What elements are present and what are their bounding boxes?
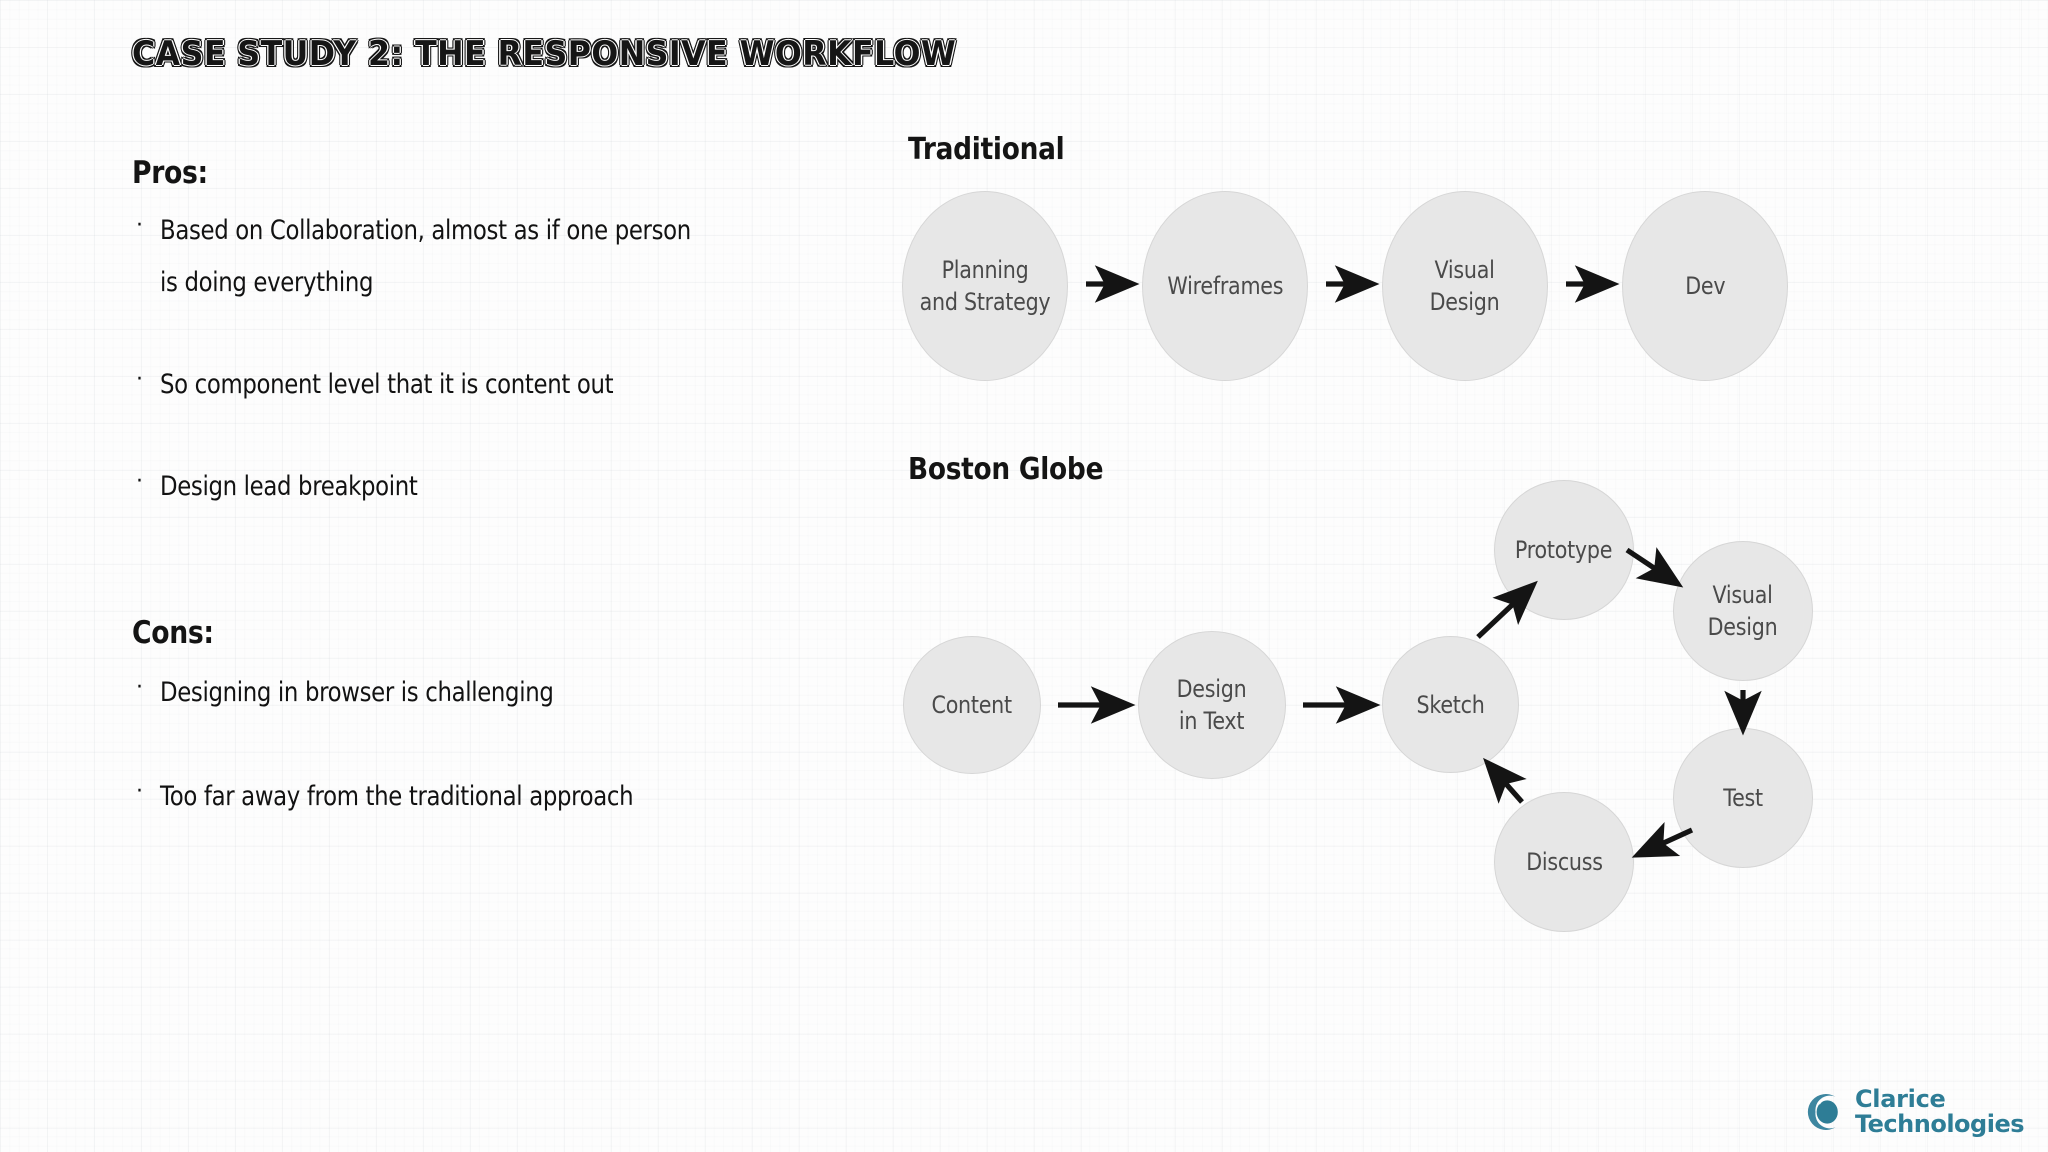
node-sketch[interactable]: Sketch — [1382, 636, 1519, 773]
arrow-discuss-to-sketch — [1483, 757, 1527, 804]
pros-heading: Pros: — [132, 155, 208, 191]
cons-section: Cons: · Designing in browser is challeng… — [132, 615, 720, 823]
node-discuss[interactable]: Discuss — [1494, 792, 1634, 932]
cons-bullet-2-text: Too far away from the traditional approa… — [160, 781, 634, 812]
pros-bullet-1: · Based on Collaboration, almost as if o… — [132, 205, 788, 309]
node-design-in-text[interactable]: Design in Text — [1138, 631, 1286, 779]
bullet-dot-icon: · — [136, 779, 143, 804]
node-dev[interactable]: Dev — [1622, 191, 1788, 381]
pros-bullet-3-text: Design lead breakpoint — [160, 471, 418, 502]
cons-bullet-2: · Too far away from the traditional appr… — [132, 771, 720, 823]
bullet-dot-icon: · — [136, 213, 143, 238]
node-label: Test — [1723, 784, 1763, 812]
node-label: Visual Design — [1430, 256, 1500, 316]
cons-heading: Cons: — [132, 615, 214, 651]
logo-wordmark: Clarice Technologies — [1854, 1085, 2025, 1138]
pros-section: Pros: · Based on Collaboration, almost a… — [132, 155, 788, 513]
node-label: Sketch — [1416, 690, 1485, 719]
node-wireframes[interactable]: Wireframes — [1142, 191, 1308, 381]
pros-bullet-2: · So component level that it is content … — [132, 359, 788, 411]
node-label: Content — [931, 691, 1013, 719]
clarice-technologies-logo: Clarice Technologies — [1802, 1085, 2025, 1138]
node-visual-design-boston[interactable]: Visual Design — [1673, 541, 1813, 681]
node-label: Discuss — [1525, 848, 1603, 876]
diagram-heading-traditional: Traditional — [908, 132, 1065, 167]
node-test[interactable]: Test — [1673, 728, 1813, 868]
cons-bullet-1-text: Designing in browser is challenging — [160, 677, 554, 708]
node-planning-and-strategy[interactable]: Planning and Strategy — [902, 191, 1068, 381]
diagram-heading-boston-globe: Boston Globe — [908, 452, 1104, 487]
node-label: Planning and Strategy — [919, 256, 1051, 316]
page-title: CASE STUDY 2: THE RESPONSIVE WORKFLOW — [132, 34, 957, 74]
node-content[interactable]: Content — [903, 636, 1041, 774]
cons-bullet-1: · Designing in browser is challenging — [132, 667, 720, 719]
pros-bullet-1-text: Based on Collaboration, almost as if one… — [160, 215, 691, 298]
pros-bullet-3: · Design lead breakpoint — [132, 461, 788, 513]
node-label: Wireframes — [1167, 272, 1283, 300]
node-label: Dev — [1684, 272, 1726, 300]
node-label: Prototype — [1515, 536, 1613, 564]
node-label: Design in Text — [1177, 675, 1247, 735]
logo-line-1: Clarice — [1854, 1085, 1946, 1114]
bullet-dot-icon: · — [136, 367, 143, 392]
bullet-dot-icon: · — [136, 469, 143, 494]
bullet-dot-icon: · — [136, 675, 143, 700]
clarice-swirl-icon — [1807, 1093, 1838, 1130]
node-label: Visual Design — [1708, 581, 1778, 641]
pros-bullet-2-text: So component level that it is content ou… — [160, 369, 614, 400]
node-prototype[interactable]: Prototype — [1494, 480, 1634, 620]
logo-line-2: Technologies — [1854, 1109, 2025, 1138]
node-visual-design-traditional[interactable]: Visual Design — [1382, 191, 1548, 381]
